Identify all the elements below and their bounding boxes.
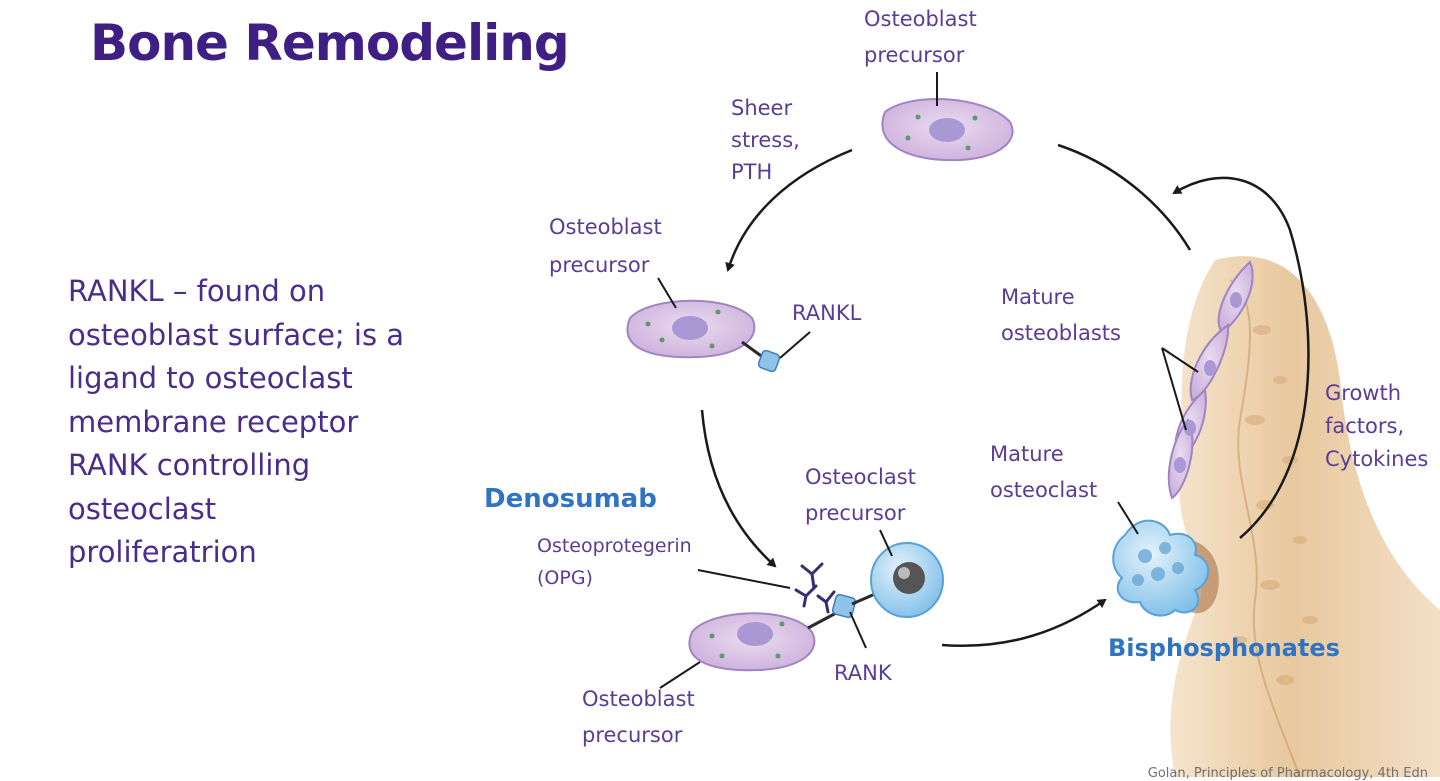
rankl-description: RANKL – found on osteoblast surface; is … bbox=[68, 270, 468, 575]
osteoclast-nuclei bbox=[1132, 542, 1184, 586]
mature-osteoclast-label: Mature osteoclast bbox=[990, 442, 1097, 502]
denosumab-label: Denosumab bbox=[484, 484, 657, 514]
osteoclast-precursor-label: Osteoclast precursor bbox=[805, 465, 923, 525]
mid-precursor-pointer bbox=[657, 277, 677, 309]
bottom-osteoblast-precursor-cell bbox=[688, 612, 816, 672]
bottom-precursor-pointer bbox=[659, 661, 701, 689]
rank-pointer bbox=[849, 611, 867, 649]
opg-label: Osteoprotegerin (OPG) bbox=[537, 535, 698, 589]
description-line: proliferatrion bbox=[68, 535, 257, 569]
bone-tissue-edge bbox=[1229, 279, 1301, 777]
description-line: ligand to osteoclast bbox=[68, 361, 353, 395]
rankl-label: RANKL bbox=[792, 301, 862, 325]
arrow-osteoblasts-to-top bbox=[1057, 143, 1192, 251]
mature-osteoblasts-label: Mature osteoblasts bbox=[1001, 285, 1121, 345]
description-line: RANKL – found on bbox=[68, 274, 326, 308]
arrow-growth-factors bbox=[1172, 176, 1310, 539]
opg-molecules bbox=[794, 562, 836, 614]
mature-osteoblast-nuclei bbox=[1174, 292, 1242, 473]
stimulus-label: Sheer stress, PTH bbox=[731, 96, 807, 184]
mature-osteoblast-pointer-a bbox=[1161, 347, 1199, 373]
rank-label: RANK bbox=[834, 661, 893, 685]
osteoclast-precursor-pointer bbox=[879, 529, 893, 557]
bone-pores bbox=[1233, 325, 1318, 685]
mid-precursor-label: Osteoblast precursor bbox=[549, 215, 668, 277]
mature-osteoclast-pointer bbox=[1117, 501, 1139, 535]
slide-title: Bone Remodeling bbox=[90, 14, 570, 72]
description-line: osteoclast bbox=[68, 491, 217, 526]
rankl-ligand bbox=[757, 349, 781, 373]
opg-pointer bbox=[697, 569, 791, 589]
rankl-pointer bbox=[779, 331, 811, 359]
rankl-rank-complex bbox=[831, 593, 857, 619]
arrow-top-to-mid bbox=[725, 148, 853, 272]
growth-factors-label: Growth factors, Cytokines bbox=[1325, 381, 1428, 471]
bisphosphonates-label: Bisphosphonates bbox=[1108, 634, 1340, 662]
rankl-stalk bbox=[741, 340, 765, 360]
rank-stalk-left bbox=[807, 610, 839, 630]
osteoclast-precursor-cell bbox=[870, 542, 944, 618]
rank-stalk-right bbox=[851, 592, 876, 606]
top-precursor-label: Osteoblast precursor bbox=[864, 7, 983, 67]
bone-tissue bbox=[1170, 256, 1440, 777]
top-osteoblast-precursor-cell bbox=[881, 98, 1014, 162]
description-line: RANK controlling bbox=[68, 448, 311, 482]
mature-osteoblast-pointer-b bbox=[1161, 347, 1187, 431]
arrow-mid-to-bottom bbox=[700, 409, 777, 568]
description-line: membrane receptor bbox=[68, 404, 359, 439]
arrow-to-osteoclast bbox=[941, 598, 1107, 647]
citation: Golan, Principles of Pharmacology, 4th E… bbox=[1147, 766, 1428, 781]
bottom-precursor-label: Osteoblast precursor bbox=[582, 687, 701, 747]
mid-osteoblast-precursor-cell bbox=[626, 299, 756, 359]
description-line: osteoblast surface; is a bbox=[68, 317, 405, 352]
